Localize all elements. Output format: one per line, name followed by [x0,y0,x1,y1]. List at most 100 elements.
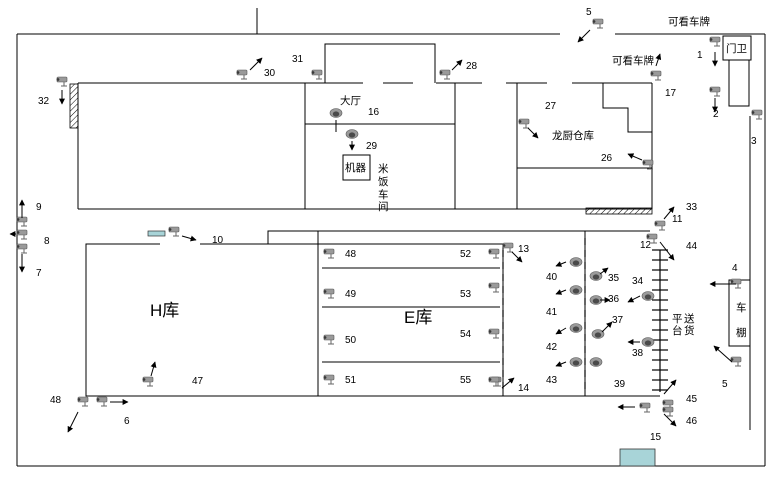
cam-num-46: 46 [686,416,698,427]
camera-1-icon [709,36,721,47]
camera-53-icon [488,282,500,293]
cam-num-2: 2 [713,109,719,120]
cam-num-5-top: 5 [586,7,592,18]
cam-num-40: 40 [546,272,558,283]
cam-num-17: 17 [665,88,677,99]
h-warehouse-label: H库 [150,301,179,320]
cam-num-38: 38 [632,348,644,359]
platform-label-4: 货 [684,324,695,337]
camera-48-icon [77,396,89,407]
guard-room-label: 门卫 [726,42,747,55]
rice-workshop-label-2: 饭 [378,176,389,188]
cam-num-29: 29 [366,141,378,152]
camera-13-icon [502,242,514,253]
camera-2-icon [709,86,721,97]
cam-num-51: 51 [345,375,357,386]
cam-num-35: 35 [608,273,620,284]
cam-num-1: 1 [697,50,703,61]
camera-47-icon [142,376,154,387]
camera-28-icon [439,69,451,80]
rice-workshop-label-1: 米 [378,162,389,175]
cam-num-45: 45 [686,394,698,405]
camera-9-icon [16,216,28,227]
cam-num-42: 42 [546,342,558,353]
cam-num-43: 43 [546,375,558,386]
main-building [77,43,653,210]
cam-num-55: 55 [460,375,472,386]
cam-num-10: 10 [212,235,224,246]
dome-camera-35-icon [589,271,603,281]
camera-55-icon [488,376,500,387]
dome-camera-37-icon [591,329,605,339]
dome-camera-38-icon [641,337,655,347]
cam-num-50: 50 [345,335,357,346]
machine-label: 机器 [345,161,366,174]
cam-num-33: 33 [686,202,698,213]
cam-num-32: 32 [38,96,50,107]
cam-num-44: 44 [686,241,698,252]
hatched-wall-left [69,83,79,129]
camera-54-icon [488,328,500,339]
camera-31-icon [311,69,323,80]
gate-marker [619,448,656,467]
dome-camera-42-icon [569,323,583,333]
cam-num-31: 31 [292,54,304,65]
cam-num-26: 26 [601,153,613,164]
dome-camera-43-icon [569,357,583,367]
camera-3-icon [751,109,763,120]
cam-num-13: 13 [518,244,530,255]
cam-num-16: 16 [368,107,380,118]
cam-num-30: 30 [264,68,276,79]
cam-num-27: 27 [545,101,557,112]
cam-num-9: 9 [36,202,42,213]
dome-camera-39-icon [589,357,603,367]
camera-8-icon [16,229,28,240]
cam-num-34: 34 [632,276,644,287]
rice-workshop-label-4: 间 [378,200,389,213]
camera-5-top-icon [592,18,604,29]
dome-camera-16-icon [329,108,343,118]
longchu-warehouse-label: 龙厨仓库 [552,129,594,142]
cam-num-48: 48 [50,395,62,406]
cam-num-47: 47 [192,376,204,387]
cam-num-8: 8 [44,236,50,247]
platform-label-3: 台 [672,324,683,337]
camera-10-icon [168,226,180,237]
cam-num-37: 37 [612,315,624,326]
cam-num-15: 15 [650,432,662,443]
platform-label-1: 平 [672,313,683,325]
camera-52-icon [488,248,500,259]
cam-num-54: 54 [460,329,472,340]
camera-6-icon [96,396,108,407]
camera-51-icon [323,374,335,385]
direction-arrows [9,29,736,433]
lobby-label: 大厅 [340,94,361,107]
dome-cameras [329,108,655,367]
camera-30-icon [236,69,248,80]
cam-num-49: 49 [345,289,357,300]
platform-label-2: 送 [684,312,695,325]
plate-label-mid: 可看车牌 [612,54,654,67]
dome-camera-29-icon [345,129,359,139]
cam-num-6: 6 [124,416,130,427]
cam-num-11: 11 [672,214,683,225]
camera-50-icon [323,334,335,345]
camera-32-icon [56,76,68,87]
cam-num-48b: 48 [345,249,357,260]
cam-num-36: 36 [608,294,620,305]
dome-camera-34-icon [641,291,655,301]
plate-label-top: 可看车牌 [668,15,710,28]
hatched-wall-right [585,207,653,215]
cam-num-39: 39 [614,379,626,390]
guard-area [722,35,752,347]
cam-num-41: 41 [546,307,558,318]
cam-num-53: 53 [460,289,472,300]
camera-27-icon [518,118,530,129]
cameras [16,18,763,417]
cam-num-4: 4 [732,263,738,274]
camera-11-icon [654,220,666,231]
dome-camera-40-icon [569,257,583,267]
cam-num-52: 52 [460,249,472,260]
conveyor-platform [652,249,668,392]
